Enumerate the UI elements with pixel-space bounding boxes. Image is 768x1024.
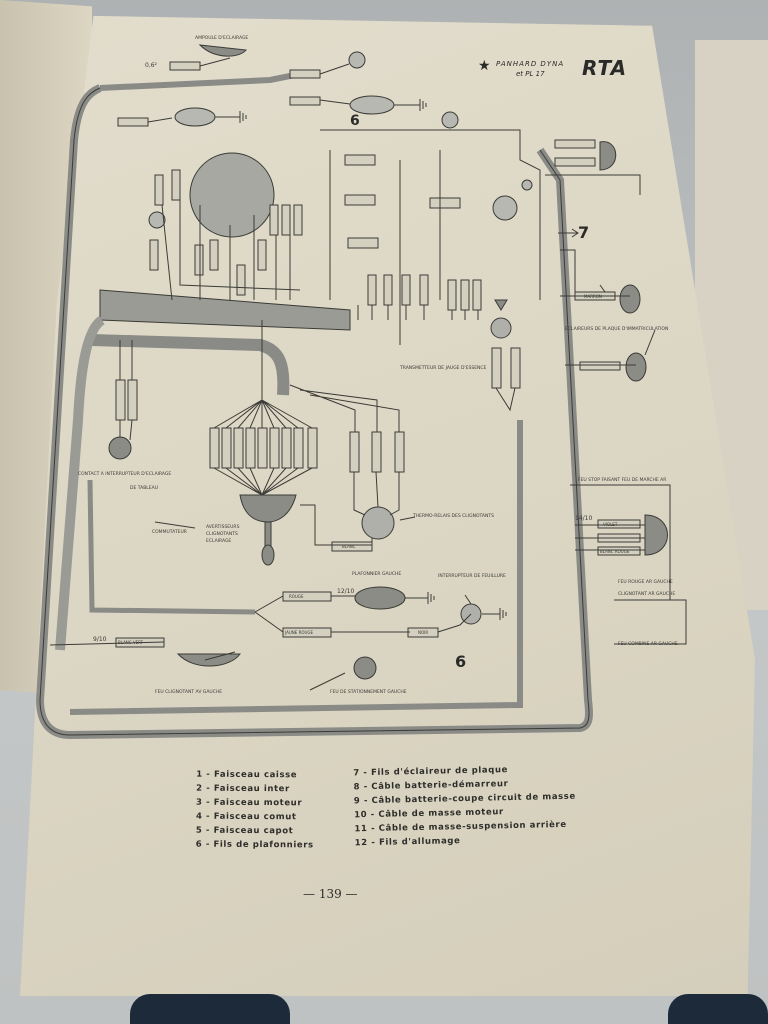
label-feu-stationnement: FEU DE STATIONNEMENT GAUCHE — [330, 690, 407, 695]
page-number: — 139 — — [303, 887, 358, 901]
wire-label-noir: NOIR — [418, 630, 429, 635]
label-ampoule-eclairage: AMPOULE D'ECLAIRAGE — [195, 36, 249, 41]
label-de-tableau: DE TABLEAU — [130, 486, 159, 491]
star-icon: ★ — [478, 58, 491, 74]
label-commutateur: COMMUTATEUR — [152, 530, 187, 535]
wire-label-blanc: BLANC — [342, 544, 356, 549]
legend-item: 2 - Faisceau inter — [196, 783, 290, 795]
brand-line-1: PANHARD DYNA — [496, 60, 565, 68]
wire-label-violet: VIOLET — [603, 522, 618, 527]
label-contact-eclairage: CONTACT A INTERRUPTEUR D'ECLAIRAGE — [78, 472, 172, 477]
label-feu-rouge-gauche: FEU ROUGE AR GAUCHE — [618, 580, 673, 585]
label-feu-clignotant-av: FEU CLIGNOTANT AV GAUCHE — [155, 690, 223, 695]
label-plafonnier-gauche: PLAFONNIER GAUCHE — [352, 572, 402, 577]
wire-label-jaune-rouge: JAUNE ROUGE — [285, 630, 314, 635]
shoe-left — [130, 994, 290, 1024]
book-page — [20, 15, 755, 996]
wire-label-rouge: ROUGE — [289, 594, 304, 599]
label-eclairage: ECLAIRAGE — [206, 539, 232, 544]
gauge-label-14: 14/10 — [575, 515, 593, 522]
callout-7: 7 — [578, 223, 590, 242]
wire-label-blanc-rouge: BLANC ROUGE — [600, 549, 630, 554]
legend-item: 3 - Faisceau moteur — [196, 797, 303, 809]
callout-6-bottom: 6 — [455, 652, 467, 671]
label-clignotants: CLIGNOTANTS — [206, 532, 238, 537]
legend-item: 4 - Faisceau comut — [195, 811, 297, 823]
gauge-label-06: 0,6² — [145, 62, 157, 69]
rta-logo: RTA — [582, 56, 628, 80]
label-transmetteur-jauge: TRANSMETTEUR DE JAUGE D'ESSENCE — [400, 366, 487, 371]
label-clignotant-ar: CLIGNOTANT AR GAUCHE — [618, 592, 676, 597]
legend-item: 5 - Faisceau capot — [195, 825, 294, 837]
gauge-label-12: 12/10 — [337, 588, 355, 595]
brand-line-2: et PL 17 — [516, 70, 545, 78]
label-feu-combine: FEU COMBINE AR GAUCHE — [618, 642, 678, 647]
label-eclaireurs-plaque: ECLAIREURS DE PLAQUE D'IMMATRICULATION — [565, 327, 669, 332]
label-interrupteur-feuillure: INTERRUPTEUR DE FEUILLURE — [438, 574, 506, 579]
gauge-label-09: 9/10 — [93, 636, 107, 643]
wire-label-marron: MARRON — [584, 294, 602, 299]
label-feu-stop: FEU STOP FAISANT FEU DE MARCHE AR — [578, 478, 667, 483]
wire-label-blanc-vert: BLANC VERT — [118, 640, 144, 645]
label-thermo-relais: THERMO-RELAIS DES CLIGNOTANTS — [413, 514, 494, 519]
arrow-icon — [558, 228, 579, 238]
shoe-right — [668, 994, 768, 1024]
legend-item: 6 - Fils de plafonniers — [195, 839, 314, 851]
legend-column-1: 1 - Faisceau caisse 2 - Faisceau inter 3… — [196, 768, 315, 853]
legend-item: 1 - Faisceau caisse — [196, 769, 298, 781]
callout-6-top: 6 — [350, 113, 360, 129]
label-avertisseurs: AVERTISSEURS — [206, 525, 240, 530]
legend-column-2: 7 - Fils d'éclaireur de plaque 8 - Câble… — [353, 762, 577, 851]
